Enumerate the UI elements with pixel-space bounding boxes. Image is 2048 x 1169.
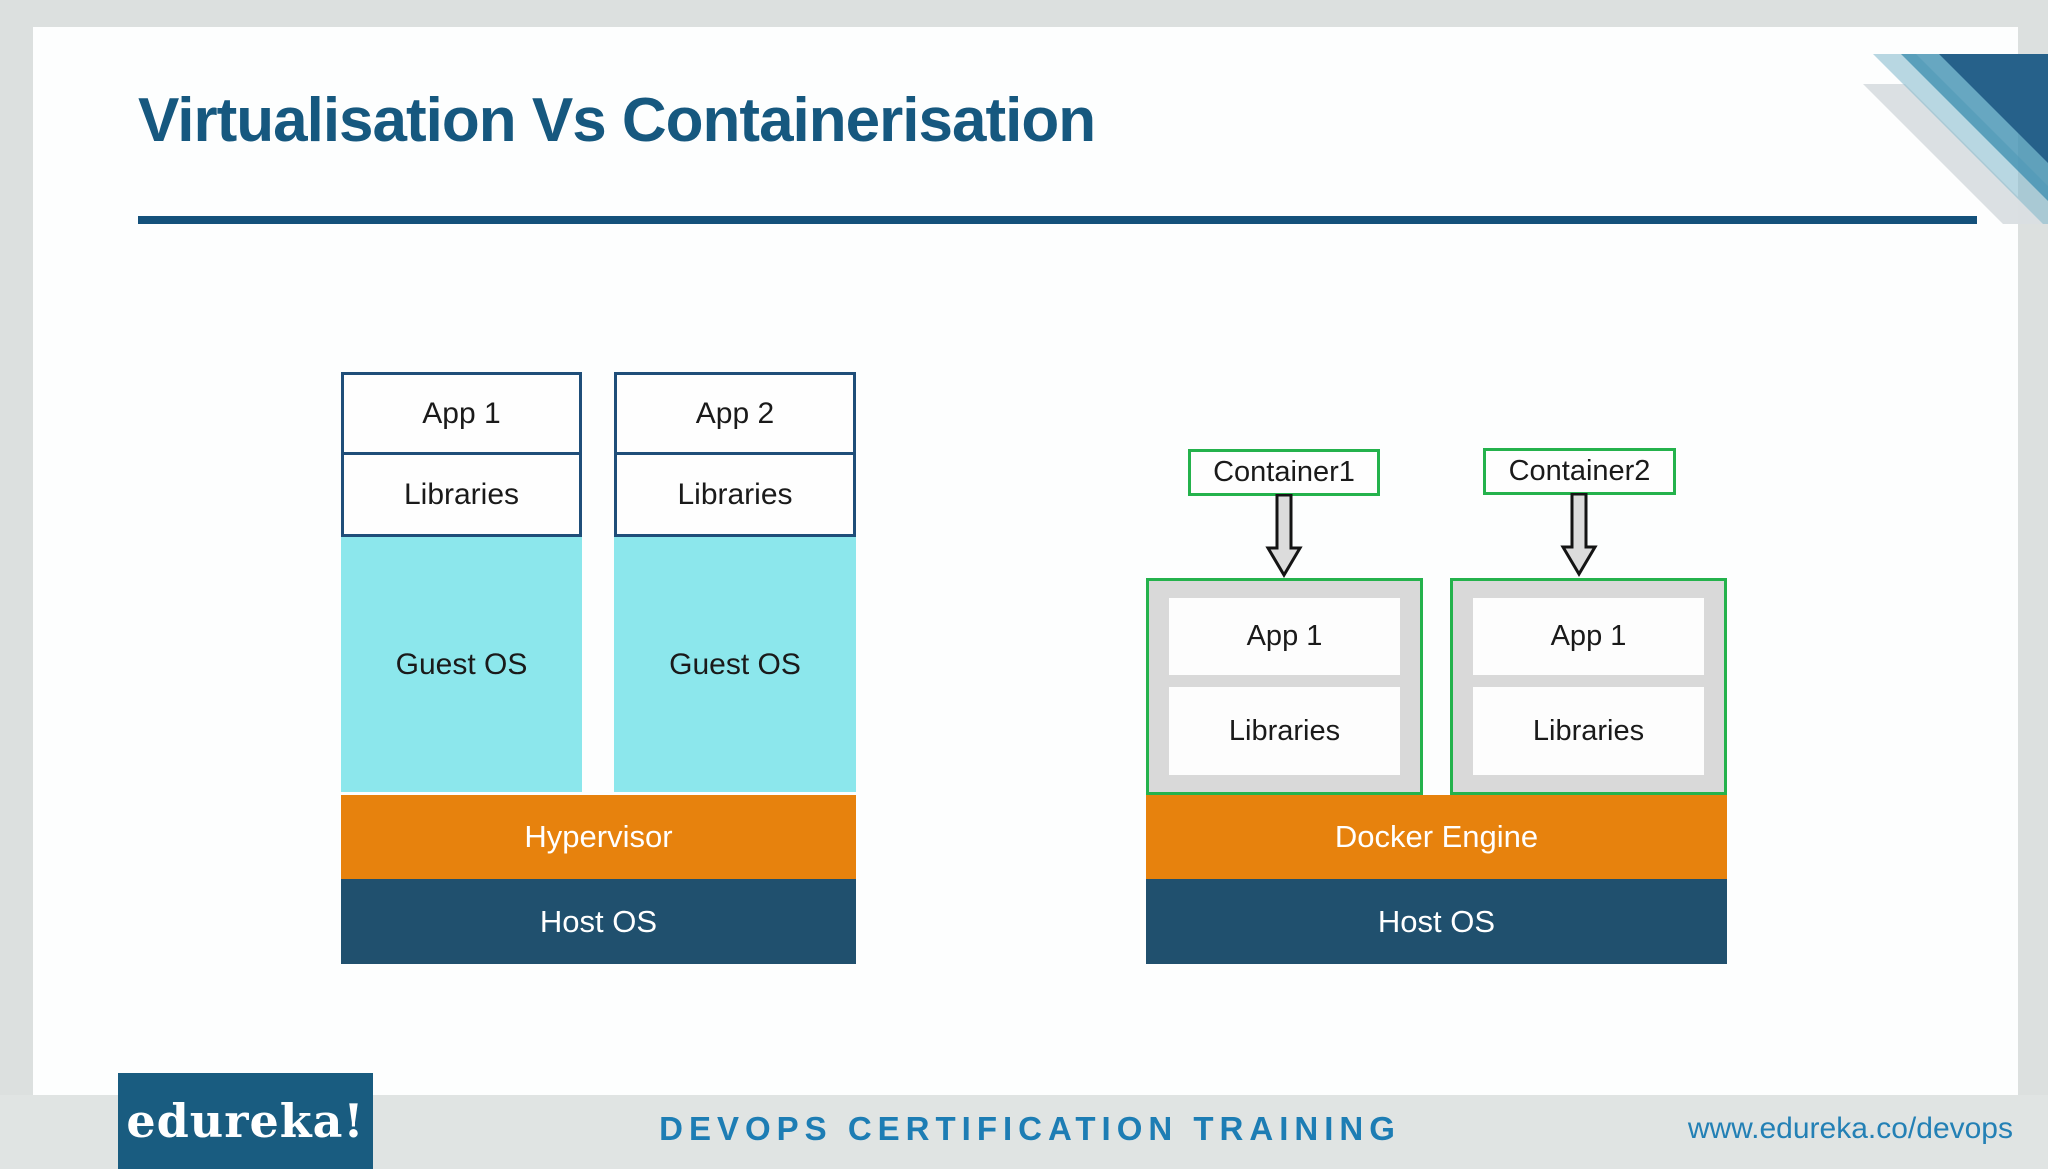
container1-label-box: Container1	[1188, 449, 1380, 496]
container2-box: App 1 Libraries	[1450, 578, 1727, 795]
vm1-app-box: App 1	[341, 372, 582, 455]
vm-column-1: App 1 Libraries Guest OS	[341, 372, 582, 792]
footer-course-title: DEVOPS CERTIFICATION TRAINING	[659, 1110, 1401, 1147]
container2-label-box: Container2	[1483, 448, 1676, 495]
container2-libraries-box: Libraries	[1473, 687, 1704, 775]
edureka-logo: edureka!	[118, 1073, 373, 1169]
host-os-bar-right: Host OS	[1146, 879, 1727, 964]
vm2-app-box: App 2	[614, 372, 856, 455]
container1-libraries-box: Libraries	[1169, 687, 1400, 775]
title-underline	[138, 216, 1977, 224]
hypervisor-bar: Hypervisor	[341, 795, 856, 879]
container1-app-box: App 1	[1169, 598, 1400, 675]
vm1-libraries-box: Libraries	[341, 452, 582, 537]
footer-url: www.edureka.co/devops	[1687, 1112, 2013, 1145]
container1-down-arrow-icon	[1265, 494, 1303, 578]
container2-down-arrow-icon	[1560, 493, 1598, 577]
vm-column-2: App 2 Libraries Guest OS	[614, 372, 856, 792]
vm2-libraries-box: Libraries	[614, 452, 856, 537]
docker-engine-bar: Docker Engine	[1146, 795, 1727, 879]
container2-app-box: App 1	[1473, 598, 1704, 675]
page-title: Virtualisation Vs Containerisation	[138, 86, 1096, 155]
edureka-logo-text: edureka!	[126, 1094, 365, 1148]
corner-decoration-graphic	[1863, 54, 2048, 224]
slide-canvas: Virtualisation Vs Containerisation App 1…	[33, 27, 2048, 1095]
vm2-guest-os-block: Guest OS	[614, 537, 856, 792]
container1-box: App 1 Libraries	[1146, 578, 1423, 795]
vm1-guest-os-block: Guest OS	[341, 537, 582, 792]
host-os-bar-left: Host OS	[341, 879, 856, 964]
